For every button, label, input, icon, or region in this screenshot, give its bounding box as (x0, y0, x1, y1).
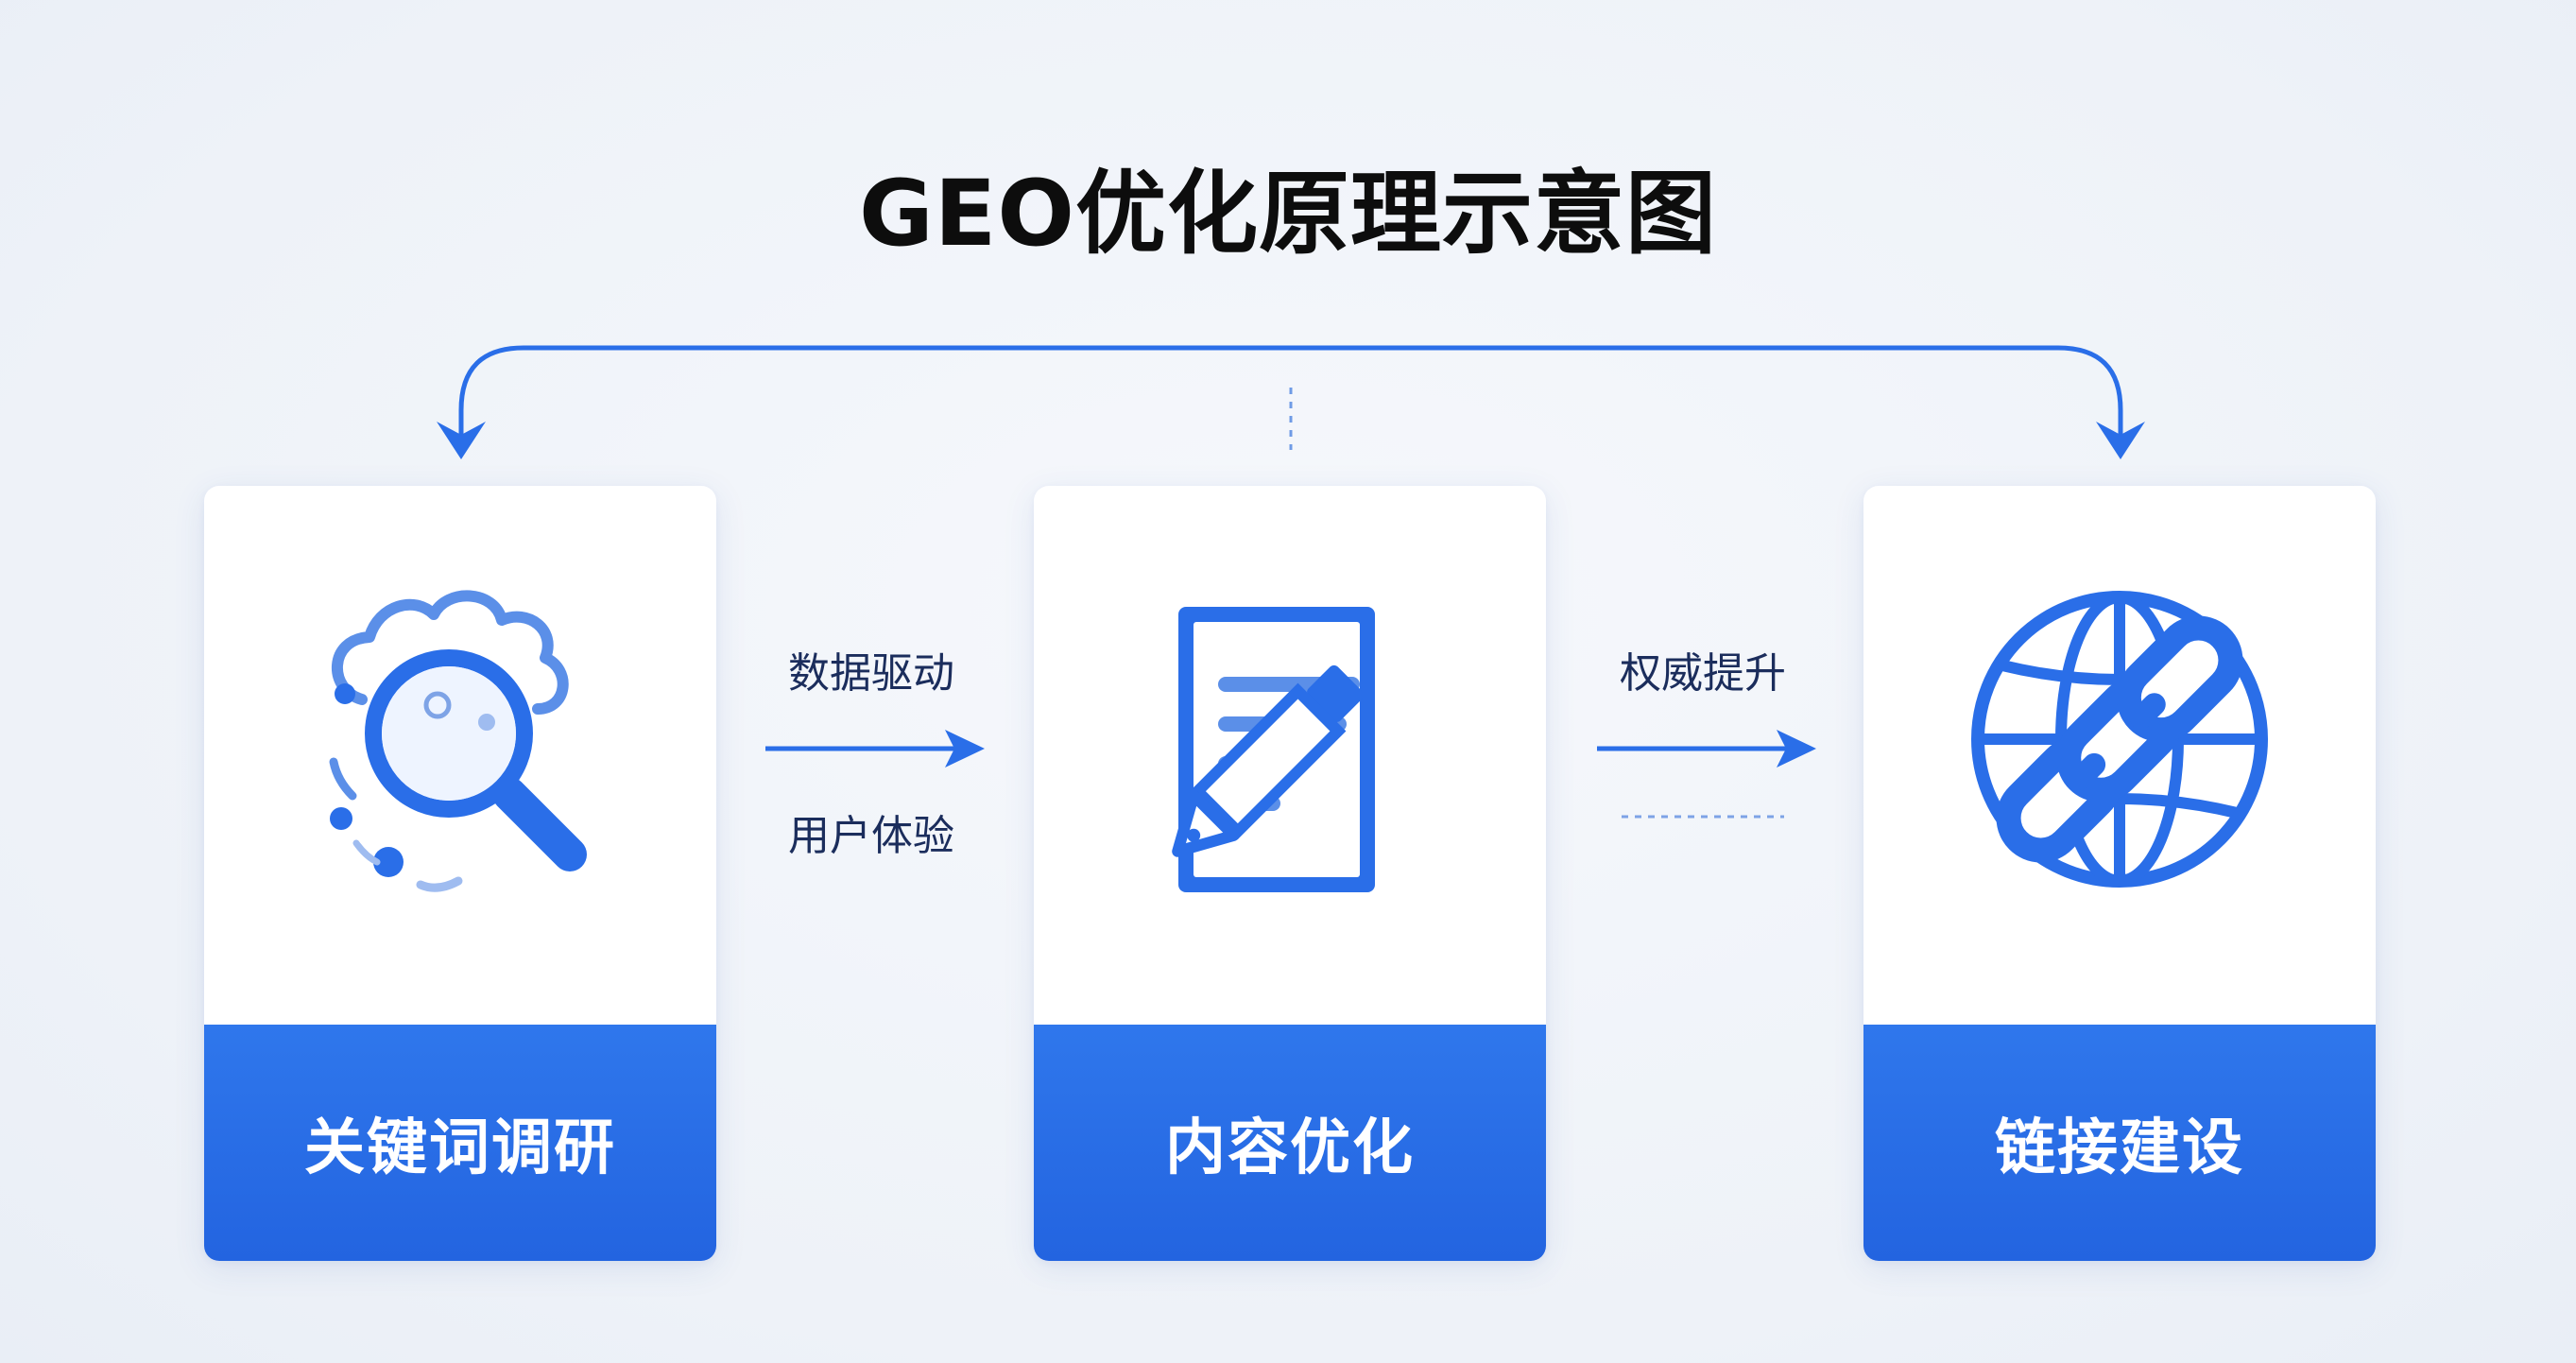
flow-1-label-top: 数据驱动 (788, 649, 954, 698)
flow-1-label-bottom: 用户体验 (788, 812, 954, 860)
step-label-keyword-research: 关键词调研 (204, 1025, 716, 1261)
step-label-content-optimization: 内容优化 (1034, 1025, 1546, 1261)
globe-chain-icon (1971, 591, 2268, 888)
flow-arrow-2-head (1777, 730, 1816, 768)
arc-left-arrowhead (437, 422, 486, 459)
flow-arrow-1-head (945, 730, 985, 768)
arc-right-arrowhead (2096, 422, 2145, 459)
magnifier-cloud-icon (329, 590, 587, 892)
step-card-link-building: 链接建设 (1863, 486, 2376, 1261)
document-pencil-icon (1172, 607, 1375, 892)
diagram-title: GEO优化原理示意图 (859, 161, 1717, 267)
step-card-content-optimization: 内容优化 (1034, 486, 1546, 1261)
flow-2-label-top: 权威提升 (1620, 649, 1786, 698)
step-card-keyword-research: 关键词调研 (204, 486, 716, 1261)
top-feedback-arc (458, 345, 2123, 455)
step-label-link-building: 链接建设 (1863, 1025, 2376, 1261)
